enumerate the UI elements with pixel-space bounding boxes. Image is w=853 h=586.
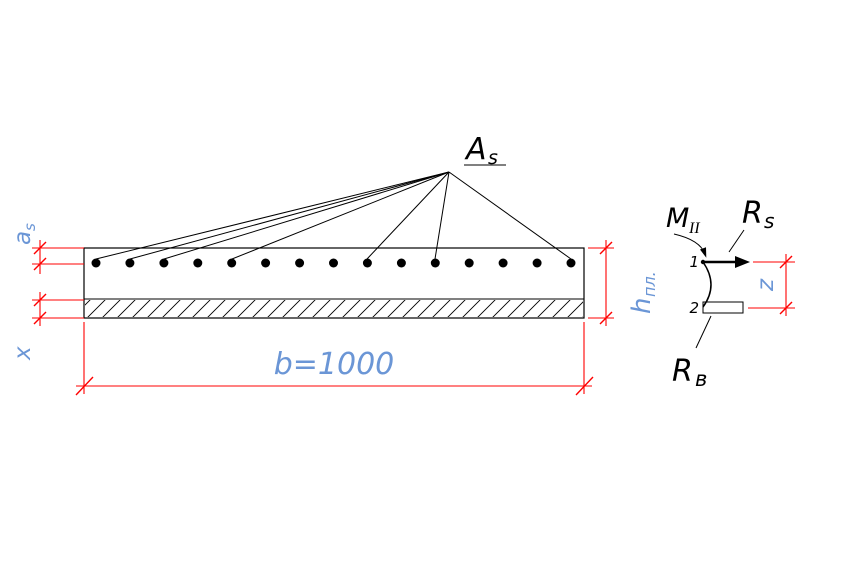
dimension-tick: [33, 311, 47, 325]
point-2-label: 2: [689, 299, 699, 317]
as-leader-line: [95, 171, 450, 260]
rebar-dot: [329, 258, 338, 268]
moment-label: M: [666, 203, 689, 234]
steel-force-arrowhead: [735, 256, 750, 268]
steel-force-label-sub: s: [764, 209, 774, 233]
as-leader-line: [163, 171, 450, 260]
compression-zone-dimension-label: x: [10, 346, 36, 361]
cover-dimension-label: a: [10, 231, 36, 245]
dimension-tick: [779, 301, 793, 315]
rebar-dot: [362, 258, 372, 268]
dimension-compression-zone: x: [10, 292, 84, 361]
cover-dimension-label-sub: s: [21, 223, 39, 231]
rebar-dot: [261, 258, 271, 268]
as-leader-line: [366, 171, 450, 260]
steel-force-label: R: [742, 196, 763, 231]
dimension-tick: [33, 293, 47, 307]
dimension-tick: [599, 311, 613, 325]
rebar-dot: [464, 258, 474, 268]
concrete-stress-block: [702, 301, 744, 314]
rebar-dot: [159, 258, 169, 268]
dimension-tick: [75, 376, 94, 396]
height-dimension-label-sub: пл.: [640, 271, 659, 297]
as-leader-line: [231, 171, 450, 260]
slab-outline: [83, 247, 585, 319]
moment-label-sub: II: [688, 220, 700, 237]
dimension-tick: [33, 241, 47, 255]
rebar-dot: [295, 258, 305, 268]
rebar-dot: [193, 258, 203, 268]
dimension-height: h пл.: [588, 240, 659, 326]
dimension-cover: a s: [10, 223, 84, 274]
rebar-leaders: A s: [95, 132, 572, 260]
slab-section: [83, 247, 585, 319]
rebar-dot: [430, 258, 440, 268]
as-leader-line: [434, 171, 450, 260]
moment-arrow-arc: [673, 233, 706, 255]
as-leader-line: [448, 171, 572, 260]
rebar-dot: [532, 258, 542, 268]
dimension-tick: [599, 241, 613, 255]
dimension-tick: [779, 255, 793, 269]
as-leader-line: [129, 171, 450, 260]
rebar-dot: [396, 258, 406, 268]
concrete-force-leader: [695, 315, 712, 349]
force-diagram: M II R s 1 2 R в z: [666, 196, 795, 391]
rebar-dot: [227, 258, 237, 268]
rebar-dot: [498, 258, 508, 268]
internal-couple-curve: [702, 261, 712, 308]
steel-force-leader: [728, 229, 745, 253]
rebar-dot: [566, 258, 576, 268]
concrete-force-label: R: [672, 354, 693, 389]
dimension-lever-arm: z: [748, 254, 795, 316]
compression-zone-hatch: [85, 300, 583, 317]
width-dimension-label: b=1000: [274, 347, 395, 382]
lever-arm-dimension-label: z: [753, 278, 779, 292]
dimension-tick: [33, 257, 47, 271]
point-1-label: 1: [689, 253, 699, 271]
rebar-area-label: A: [464, 132, 487, 167]
rebar-dot: [91, 258, 101, 268]
rebar-dots: [91, 258, 576, 268]
concrete-force-label-sub: в: [695, 367, 707, 391]
height-dimension-label: h: [627, 298, 657, 314]
rebar-area-label-sub: s: [488, 147, 498, 169]
dimension-width: b=1000: [75, 322, 594, 396]
dimension-tick: [575, 376, 594, 396]
rebar-dot: [125, 258, 135, 268]
moment-arrowhead: [700, 247, 707, 258]
